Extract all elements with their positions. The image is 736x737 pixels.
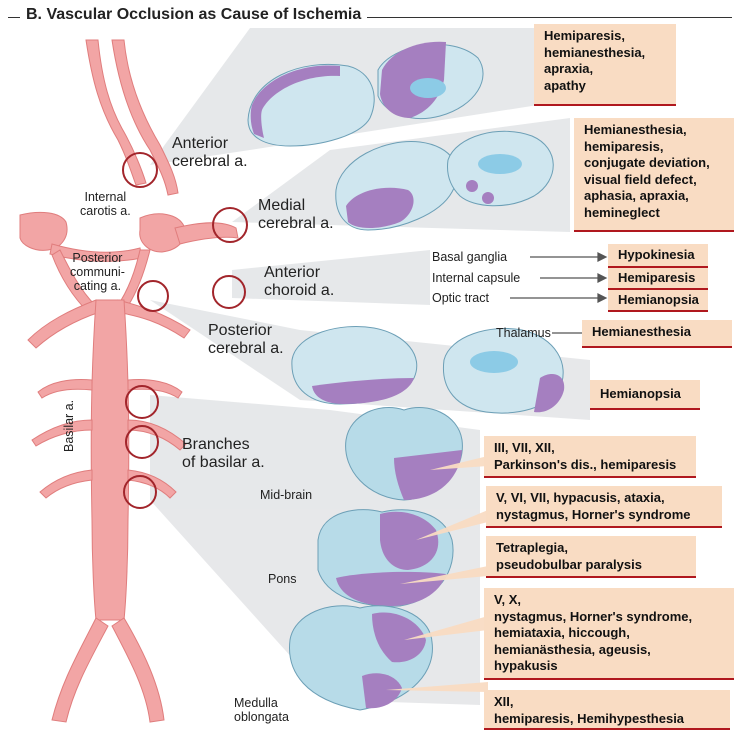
infarct-dot-2	[482, 192, 494, 204]
symptom-line: XII,	[494, 694, 720, 711]
symptom-box-basal-ganglia: Hypokinesia	[608, 244, 708, 268]
page-title: B. Vascular Occlusion as Cause of Ischem…	[20, 6, 367, 24]
arrowhead	[598, 274, 606, 282]
left-carotid	[20, 212, 67, 250]
label-line: communi-	[70, 265, 125, 279]
anterior-cerebral-artery-right	[112, 40, 178, 195]
symptom-line: hypakusis	[494, 658, 724, 675]
ventricle	[410, 78, 446, 98]
brain-posterior-medial	[443, 328, 564, 413]
symptom-line: III, VII, XII,	[494, 440, 686, 457]
symptom-box-pons-upper: V, VI, VII, hypacusis, ataxia, nystagmus…	[486, 486, 722, 528]
ventricle	[470, 351, 518, 373]
symptom-box-pons-lower: Tetraplegia, pseudobulbar paralysis	[486, 536, 696, 578]
symptom-line: Hemiparesis,	[544, 28, 666, 45]
label-line: choroid a.	[264, 282, 334, 300]
label-internal-capsule: Internal capsule	[432, 271, 520, 285]
label-line: cerebral a.	[258, 215, 334, 233]
symptom-line: apraxia,	[544, 61, 666, 78]
symptom-line: conjugate deviation,	[584, 155, 724, 172]
symptom-line: hemiparesis,	[584, 139, 724, 156]
brain-posterior-lateral	[292, 326, 417, 404]
arrowhead	[598, 294, 606, 302]
symptom-box-optic-tract: Hemianopsia	[608, 290, 708, 312]
symptom-line: aphasia, apraxia,	[584, 188, 724, 205]
label-internal-carotis: Internal carotis a.	[80, 190, 131, 218]
symptom-box-anterior-cerebral: Hemiparesis, hemianesthesia, apraxia, ap…	[534, 24, 676, 106]
symptom-box-posterior-cerebral: Hemianopsia	[590, 380, 700, 410]
symptom-line: nystagmus, Horner's syndrome,	[494, 609, 724, 626]
label-anterior-choroid: Anterior choroid a.	[264, 264, 334, 300]
symptom-line: Hemianesthesia,	[584, 122, 724, 139]
symptom-line: V, X,	[494, 592, 724, 609]
label-pons: Pons	[268, 572, 297, 586]
symptom-line: hemineglect	[584, 205, 724, 222]
label-anterior-cerebral: Anterior cerebral a.	[172, 135, 248, 171]
label-line: Anterior	[264, 264, 334, 282]
branch-l3	[40, 470, 92, 498]
label-line: cating a.	[70, 279, 125, 293]
symptom-line: hemianesthesia,	[544, 45, 666, 62]
symptom-line: pseudobulbar paralysis	[496, 557, 686, 574]
label-medial-cerebral: Medial cerebral a.	[258, 197, 334, 233]
branch-l1	[38, 380, 92, 399]
label-line: cerebral a.	[172, 153, 248, 171]
infarct-dot-1	[466, 180, 478, 192]
symptom-box-medial-cerebral: Hemianesthesia, hemiparesis, conjugate d…	[574, 118, 734, 232]
symptom-box-midbrain: III, VII, XII, Parkinson's dis., hemipar…	[484, 436, 696, 478]
label-line: oblongata	[234, 710, 289, 724]
vertebral-left	[52, 618, 108, 722]
symptom-box-thalamus: Hemianesthesia	[582, 320, 732, 348]
ventricle	[478, 154, 522, 174]
label-line: of basilar a.	[182, 454, 265, 472]
symptom-line: Tetraplegia,	[496, 540, 686, 557]
label-line: cerebral a.	[208, 340, 284, 358]
symptom-box-internal-capsule: Hemiparesis	[608, 268, 708, 290]
symptom-box-medulla-lower: XII, hemiparesis, Hemihypesthesia	[484, 690, 730, 730]
symptom-line: hemianästhesia, ageusis,	[494, 642, 724, 659]
label-line: Posterior	[208, 322, 284, 340]
label-optic-tract: Optic tract	[432, 291, 489, 305]
label-branches-basilar: Branches of basilar a.	[182, 436, 265, 472]
symptom-line: hemiataxia, hiccough,	[494, 625, 724, 642]
branch-r1	[128, 380, 182, 399]
label-line: Posterior	[70, 251, 125, 265]
label-line: Medial	[258, 197, 334, 215]
label-line: Anterior	[172, 135, 248, 153]
symptom-box-medulla-upper: V, X, nystagmus, Horner's syndrome, hemi…	[484, 588, 734, 680]
pons-section	[318, 510, 453, 607]
label-line: Medulla	[234, 696, 289, 710]
circle-posterior-communicating	[138, 281, 168, 311]
label-posterior-communicating: Posterior communi- cating a.	[70, 251, 125, 293]
symptom-line: visual field defect,	[584, 172, 724, 189]
arrowhead	[598, 253, 606, 261]
label-line: Branches	[182, 436, 265, 454]
label-line: Internal	[80, 190, 131, 204]
symptom-line: nystagmus, Horner's syndrome	[496, 507, 712, 524]
label-medulla: Medulla oblongata	[234, 696, 289, 724]
vertebral-right	[112, 618, 164, 722]
posterior-cerebral-left	[28, 300, 100, 348]
medial-cerebral-trunk	[175, 223, 238, 244]
symptom-line: V, VI, VII, hypacusis, ataxia,	[496, 490, 712, 507]
symptom-line: hemiparesis, Hemihypesthesia	[494, 711, 720, 728]
label-thalamus: Thalamus	[496, 326, 551, 340]
symptom-line: Parkinson's dis., hemiparesis	[494, 457, 686, 474]
label-basilar: Basilar a.	[62, 400, 76, 452]
label-line: carotis a.	[80, 204, 131, 218]
label-midbrain: Mid-brain	[260, 488, 312, 502]
label-posterior-cerebral: Posterior cerebral a.	[208, 322, 284, 358]
symptom-line: apathy	[544, 78, 666, 95]
label-basal-ganglia: Basal ganglia	[432, 250, 507, 264]
basilar-artery	[91, 300, 129, 620]
